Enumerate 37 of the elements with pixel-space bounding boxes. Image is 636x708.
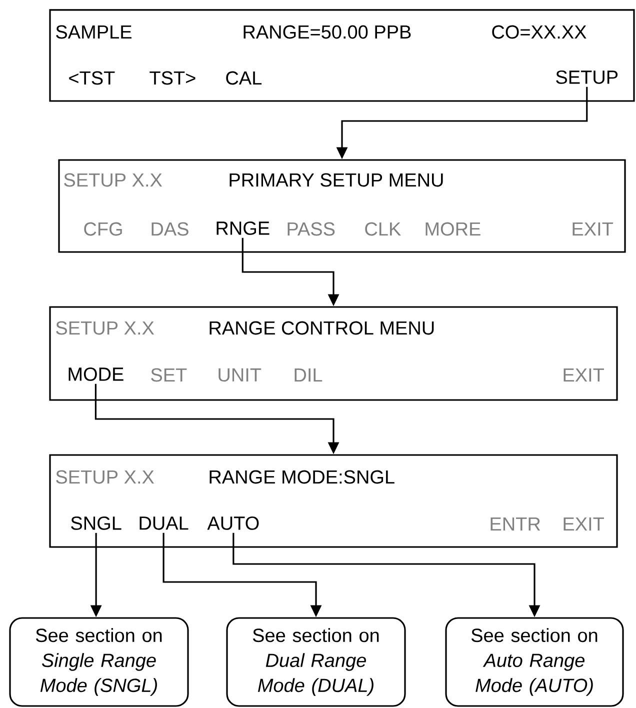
softkey-label: <TST	[69, 71, 115, 85]
softkey-label: DUAL	[140, 516, 188, 530]
softkey-label: EXIT	[572, 222, 613, 236]
screen-title: PRIMARY SETUP MENU	[230, 173, 443, 187]
screen-title: RANGE CONTROL MENU	[210, 321, 434, 335]
display-screen	[58, 159, 626, 253]
screen-title: SETUP X.X	[56, 470, 154, 484]
softkey-label: EXIT	[564, 368, 604, 382]
softkey-label: SNGL	[71, 516, 122, 530]
softkey-label: EXIT	[564, 517, 604, 531]
display-screen	[49, 306, 618, 401]
screen-title: SETUP X.X	[64, 173, 162, 187]
softkey-label: CAL	[226, 71, 262, 85]
softkey-label: RNGE	[216, 221, 270, 235]
reference-box: See section on Single Range Mode (SNGL)	[9, 617, 189, 707]
softkey-label: UNIT	[218, 368, 262, 382]
reference-box: See section on Auto Range Mode (AUTO)	[445, 617, 624, 707]
screen-title: RANGE MODE:SNGL	[210, 470, 394, 484]
softkey-label: CLK	[365, 222, 401, 236]
softkey-label: DIL	[294, 368, 322, 382]
softkey-label: AUTO	[207, 516, 259, 530]
softkey-label: CFG	[84, 222, 122, 236]
display-screen	[49, 454, 618, 548]
display-screen	[49, 9, 635, 102]
softkey-label: ENTR	[490, 517, 540, 531]
screen-title: RANGE=50.00 PPB	[244, 25, 411, 39]
screen-title: SETUP X.X	[56, 321, 154, 335]
softkey-label: SETUP	[556, 70, 618, 84]
softkey-label: MODE	[68, 367, 124, 381]
softkey-label: PASS	[288, 222, 335, 236]
screen-title: CO=XX.XX	[492, 25, 586, 39]
screen-title: SAMPLE	[56, 25, 132, 39]
softkey-label: DAS	[152, 222, 188, 236]
reference-box: See section on Dual Range Mode (DUAL)	[226, 617, 406, 707]
softkey-label: MORE	[426, 222, 480, 236]
softkey-label: SET	[151, 368, 187, 382]
softkey-label: TST>	[150, 71, 196, 85]
